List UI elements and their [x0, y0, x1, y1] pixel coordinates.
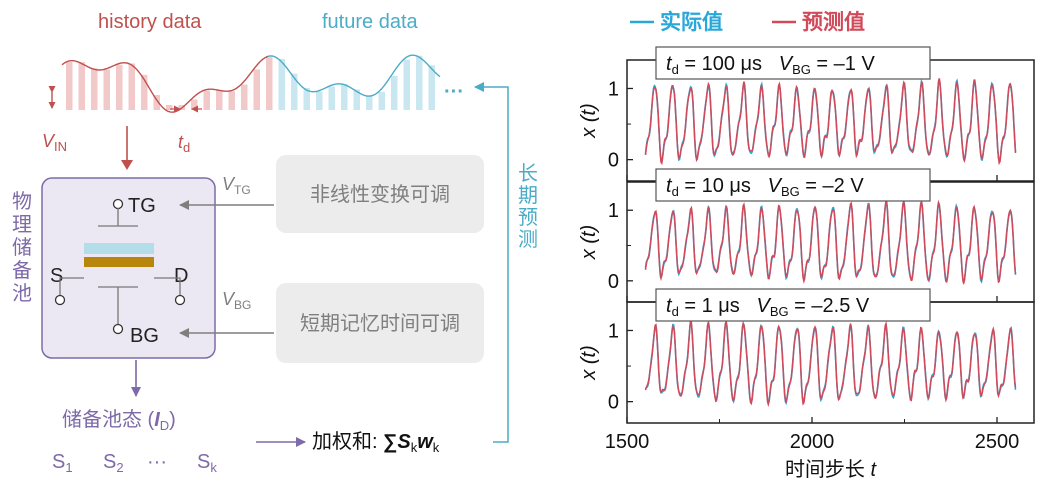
- waveform-bar: [266, 57, 273, 110]
- x-axis-label: 时间步长 t: [785, 458, 878, 481]
- source-wire: [59, 277, 84, 296]
- short-memory-box-text: 短期记忆时间可调: [300, 312, 460, 335]
- long-prediction-label: 长期预测: [518, 162, 538, 251]
- reservoir-state-item: S1: [52, 451, 73, 475]
- tg-terminal: [112, 198, 124, 210]
- waveform-bar: [128, 63, 135, 110]
- x-tick-label: 1500: [605, 431, 650, 453]
- waveform-bar: [141, 74, 148, 110]
- waveform-bar: [203, 90, 210, 110]
- waveform-bar: [216, 89, 223, 110]
- y-axis-label: x (t): [578, 345, 600, 380]
- annotation-text: td = 100 μs VBG = –1 V: [666, 53, 875, 77]
- physical-reservoir-title: 物理储备池: [12, 190, 32, 305]
- waveform-bar: [166, 105, 173, 110]
- drain-label: D: [174, 265, 188, 287]
- annotation-box: [655, 288, 931, 322]
- history-waveform: [61, 55, 269, 113]
- waveform-bar: [66, 62, 73, 110]
- bg-terminal: [112, 323, 124, 335]
- reservoir-state-item: S2: [103, 451, 124, 475]
- annotation-text: td = 10 μs VBG = –2 V: [666, 175, 864, 199]
- drain-wire: [154, 277, 181, 296]
- y-tick-label: 1: [608, 320, 619, 342]
- y-axis-label: x (t): [578, 103, 600, 138]
- vtg-label: VTG: [222, 174, 251, 197]
- reservoir-state-item: Sk: [197, 451, 217, 475]
- chart-panel: 0 1 x (t) td = 1 μs VBG = –2.5 V: [578, 288, 1035, 424]
- series-line-predicted: [644, 198, 1017, 284]
- legend-label: 预测值: [802, 10, 865, 34]
- waveform-bar: [403, 59, 410, 110]
- chart-panel: 0 1 x (t) td = 100 μs VBG = –1 V: [578, 46, 1035, 182]
- input-arrow-head: [121, 160, 133, 170]
- x-tick-label: 2500: [975, 431, 1020, 453]
- weighted-sum-label: 加权和: ∑Skwk: [312, 430, 440, 455]
- waveform-bar: [91, 68, 98, 110]
- reservoir-state-item: ···: [147, 451, 167, 473]
- waveform-bar: [341, 83, 348, 110]
- time-series-chart: 0 1 x (t) td = 100 μs VBG = –1 V 0 1 x (t) td =…: [578, 46, 1035, 481]
- drain-terminal: [174, 294, 186, 306]
- nonlinear-box-text: 非线性变换可调: [310, 183, 450, 206]
- channel-layer: [84, 257, 154, 267]
- annotation-text: td = 1 μs VBG = –2.5 V: [666, 295, 870, 319]
- y-tick-label: 1: [608, 78, 619, 100]
- waveform-bar: [116, 64, 123, 110]
- waveform-bar: [291, 73, 298, 110]
- y-tick-label: 0: [608, 392, 619, 414]
- y-tick-label: 1: [608, 200, 619, 222]
- nonlinear-box: [276, 155, 484, 233]
- source-label: S: [50, 265, 63, 287]
- annotation-box: [655, 168, 931, 202]
- reservoir-states-row: S1 S2 ··· Sk: [52, 451, 217, 475]
- ellipsis-dots: ···: [444, 81, 464, 103]
- waveform-bar: [228, 91, 235, 110]
- dielectric-layer: [84, 243, 154, 254]
- annotation-box: [655, 46, 931, 80]
- waveform-bar: [303, 87, 310, 110]
- waveform-bar: [78, 62, 85, 110]
- waveform-bar: [278, 59, 285, 110]
- legend-label: 实际值: [660, 10, 723, 34]
- waveform-bar: [366, 95, 373, 110]
- waveform-bar: [416, 55, 423, 110]
- waveform-bar: [391, 75, 398, 110]
- waveform-bar: [241, 84, 248, 110]
- short-memory-box: [276, 283, 484, 363]
- td-label: td: [178, 132, 190, 155]
- series-line-predicted: [644, 78, 1017, 166]
- chart-legend: 实际值 预测值: [630, 10, 865, 34]
- waveform-bar: [253, 69, 260, 110]
- vin-label: VIN: [42, 131, 67, 154]
- waveform-bar: [353, 89, 360, 110]
- x-tick-label: 2000: [790, 431, 835, 453]
- reservoir-state-label: 储备池态 (ID): [62, 408, 176, 433]
- long-prediction-feedback-arrow: [474, 82, 509, 443]
- chart-panel: 0 1 x (t) td = 10 μs VBG = –2 V: [578, 168, 1035, 303]
- y-tick-label: 0: [608, 150, 619, 172]
- device-box: [41, 177, 216, 359]
- waveform-bar: [191, 99, 198, 110]
- future-waveform: [267, 54, 441, 97]
- history-data-label: history data: [98, 11, 202, 33]
- waveform-bar: [378, 91, 385, 110]
- series-line-predicted: [644, 318, 1017, 408]
- waveform-bar: [316, 91, 323, 110]
- waveform-bar: [103, 69, 110, 110]
- y-tick-label: 0: [608, 271, 619, 293]
- waveform-bar: [328, 86, 335, 110]
- source-terminal: [54, 294, 66, 306]
- waveform-bar: [428, 65, 435, 110]
- bg-label: BG: [130, 325, 159, 347]
- tg-label: TG: [128, 195, 156, 217]
- waveform-bar: [153, 95, 160, 110]
- vbg-label: VBG: [222, 289, 251, 312]
- input-waveform-bars: [66, 55, 435, 110]
- y-axis-label: x (t): [578, 225, 600, 260]
- future-data-label: future data: [322, 11, 419, 33]
